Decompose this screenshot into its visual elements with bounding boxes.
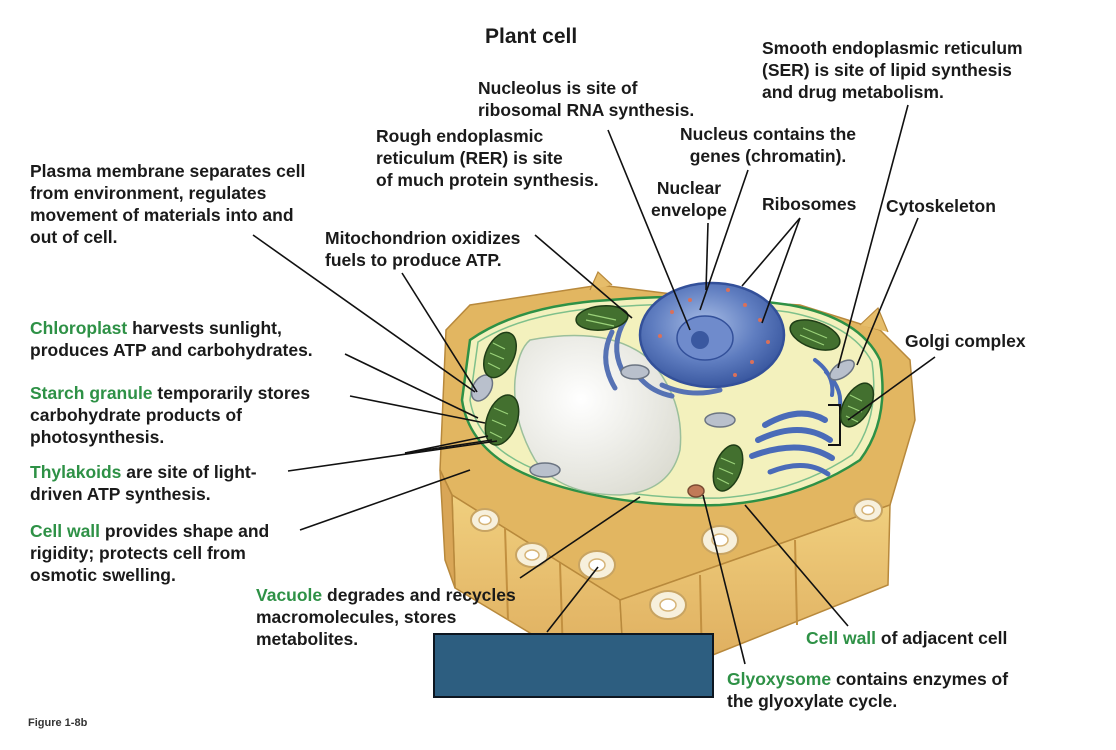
label-ribosomes: Ribosomes	[762, 194, 857, 214]
label-line: produces ATP and carbohydrates.	[30, 340, 313, 360]
label-text: are site of light-	[121, 462, 257, 482]
label-chloroplast: Chloroplast harvests sunlight, produces …	[30, 317, 313, 361]
label-starch-granule: Starch granule temporarily stores carboh…	[30, 382, 310, 448]
label-line: envelope	[651, 200, 727, 220]
chloroplasts	[483, 305, 875, 492]
label-text: contains enzymes of	[831, 669, 1009, 689]
label-cover-box	[433, 633, 714, 698]
label-nuclear-envelope: Nuclear envelope	[651, 177, 727, 221]
label-glyoxysome: Glyoxysome contains enzymes of the glyox…	[727, 668, 1008, 712]
label-line: Vacuole degrades and recycles	[256, 584, 516, 606]
label-line: Chloroplast harvests sunlight,	[30, 317, 313, 339]
golgi-complex	[749, 358, 843, 477]
label-smooth-er: Smooth endoplasmic reticulum (SER) is si…	[762, 37, 1023, 103]
figure-label: Figure 1-8b	[28, 717, 88, 729]
label-line: photosynthesis.	[30, 427, 165, 447]
label-text: provides shape and	[100, 521, 270, 541]
label-line: osmotic swelling.	[30, 565, 176, 585]
golgi-bracket	[828, 404, 841, 446]
label-nucleus: Nucleus contains the genes (chromatin).	[680, 123, 856, 167]
label-line: metabolites.	[256, 629, 359, 649]
label-line: Cell wall provides shape and	[30, 520, 269, 542]
label-line: from environment, regulates	[30, 183, 267, 203]
label-golgi-complex: Golgi complex	[905, 331, 1026, 351]
term-vacuole: Vacuole	[256, 585, 323, 605]
term-cell-wall: Cell wall	[30, 521, 101, 541]
label-mitochondrion: Mitochondrion oxidizes fuels to produce …	[325, 227, 520, 271]
label-line: Rough endoplasmic	[376, 126, 544, 146]
label-nucleolus: Nucleolus is site of ribosomal RNA synth…	[478, 77, 694, 121]
label-line: of much protein synthesis.	[376, 170, 599, 190]
label-line: reticulum (RER) is site	[376, 148, 563, 168]
label-line: Nuclear	[656, 178, 722, 198]
mitochondria	[470, 359, 855, 478]
label-line: out of cell.	[30, 227, 118, 247]
label-line: (SER) is site of lipid synthesis	[762, 60, 1012, 80]
label-line: genes (chromatin).	[689, 146, 847, 166]
label-line: rigidity; protects cell from	[30, 543, 246, 563]
label-vacuole: Vacuole degrades and recycles macromolec…	[256, 584, 516, 650]
thylakoid-stacks	[487, 313, 863, 485]
label-line: Starch granule temporarily stores	[30, 382, 310, 404]
label-cytoskeleton: Cytoskeleton	[886, 196, 996, 216]
label-line: ribosomal RNA synthesis.	[478, 100, 695, 120]
term-cell-wall-adjacent: Cell wall	[806, 628, 877, 648]
label-text: of adjacent cell	[876, 628, 1008, 648]
term-chloroplast: Chloroplast	[30, 318, 128, 338]
term-glyoxysome: Glyoxysome	[727, 669, 832, 689]
label-line: Nucleolus is site of	[478, 78, 638, 98]
label-line: Thylakoids are site of light-	[30, 461, 257, 483]
leader-lines	[252, 104, 936, 665]
nucleus	[603, 281, 786, 399]
label-text: temporarily stores	[152, 383, 311, 403]
label-adjacent-cell-wall: Cell wall of adjacent cell	[806, 627, 1007, 649]
diagram-title: Plant cell	[485, 25, 578, 48]
label-line: Mitochondrion oxidizes	[325, 228, 521, 248]
label-line: fuels to produce ATP.	[325, 250, 502, 270]
label-text: harvests sunlight,	[127, 318, 282, 338]
term-starch-granule: Starch granule	[30, 383, 153, 403]
label-cell-wall: Cell wall provides shape and rigidity; p…	[30, 520, 269, 586]
term-thylakoids: Thylakoids	[30, 462, 122, 482]
label-line: the glyoxylate cycle.	[727, 691, 898, 711]
label-line: Nucleus contains the	[680, 124, 857, 144]
label-line: driven ATP synthesis.	[30, 484, 211, 504]
label-line: carbohydrate products of	[30, 405, 242, 425]
label-line: Glyoxysome contains enzymes of	[727, 668, 1008, 690]
label-line: movement of materials into and	[30, 205, 294, 225]
label-rough-er: Rough endoplasmic reticulum (RER) is sit…	[376, 125, 599, 191]
label-line: Plasma membrane separates cell	[30, 161, 306, 181]
label-thylakoids: Thylakoids are site of light- driven ATP…	[30, 461, 257, 505]
label-line: Smooth endoplasmic reticulum	[762, 38, 1023, 58]
label-line: and drug metabolism.	[762, 82, 944, 102]
label-plasma-membrane: Plasma membrane separates cell from envi…	[30, 160, 305, 248]
glyoxysome	[687, 484, 705, 498]
label-line: macromolecules, stores	[256, 607, 457, 627]
label-text: degrades and recycles	[322, 585, 516, 605]
